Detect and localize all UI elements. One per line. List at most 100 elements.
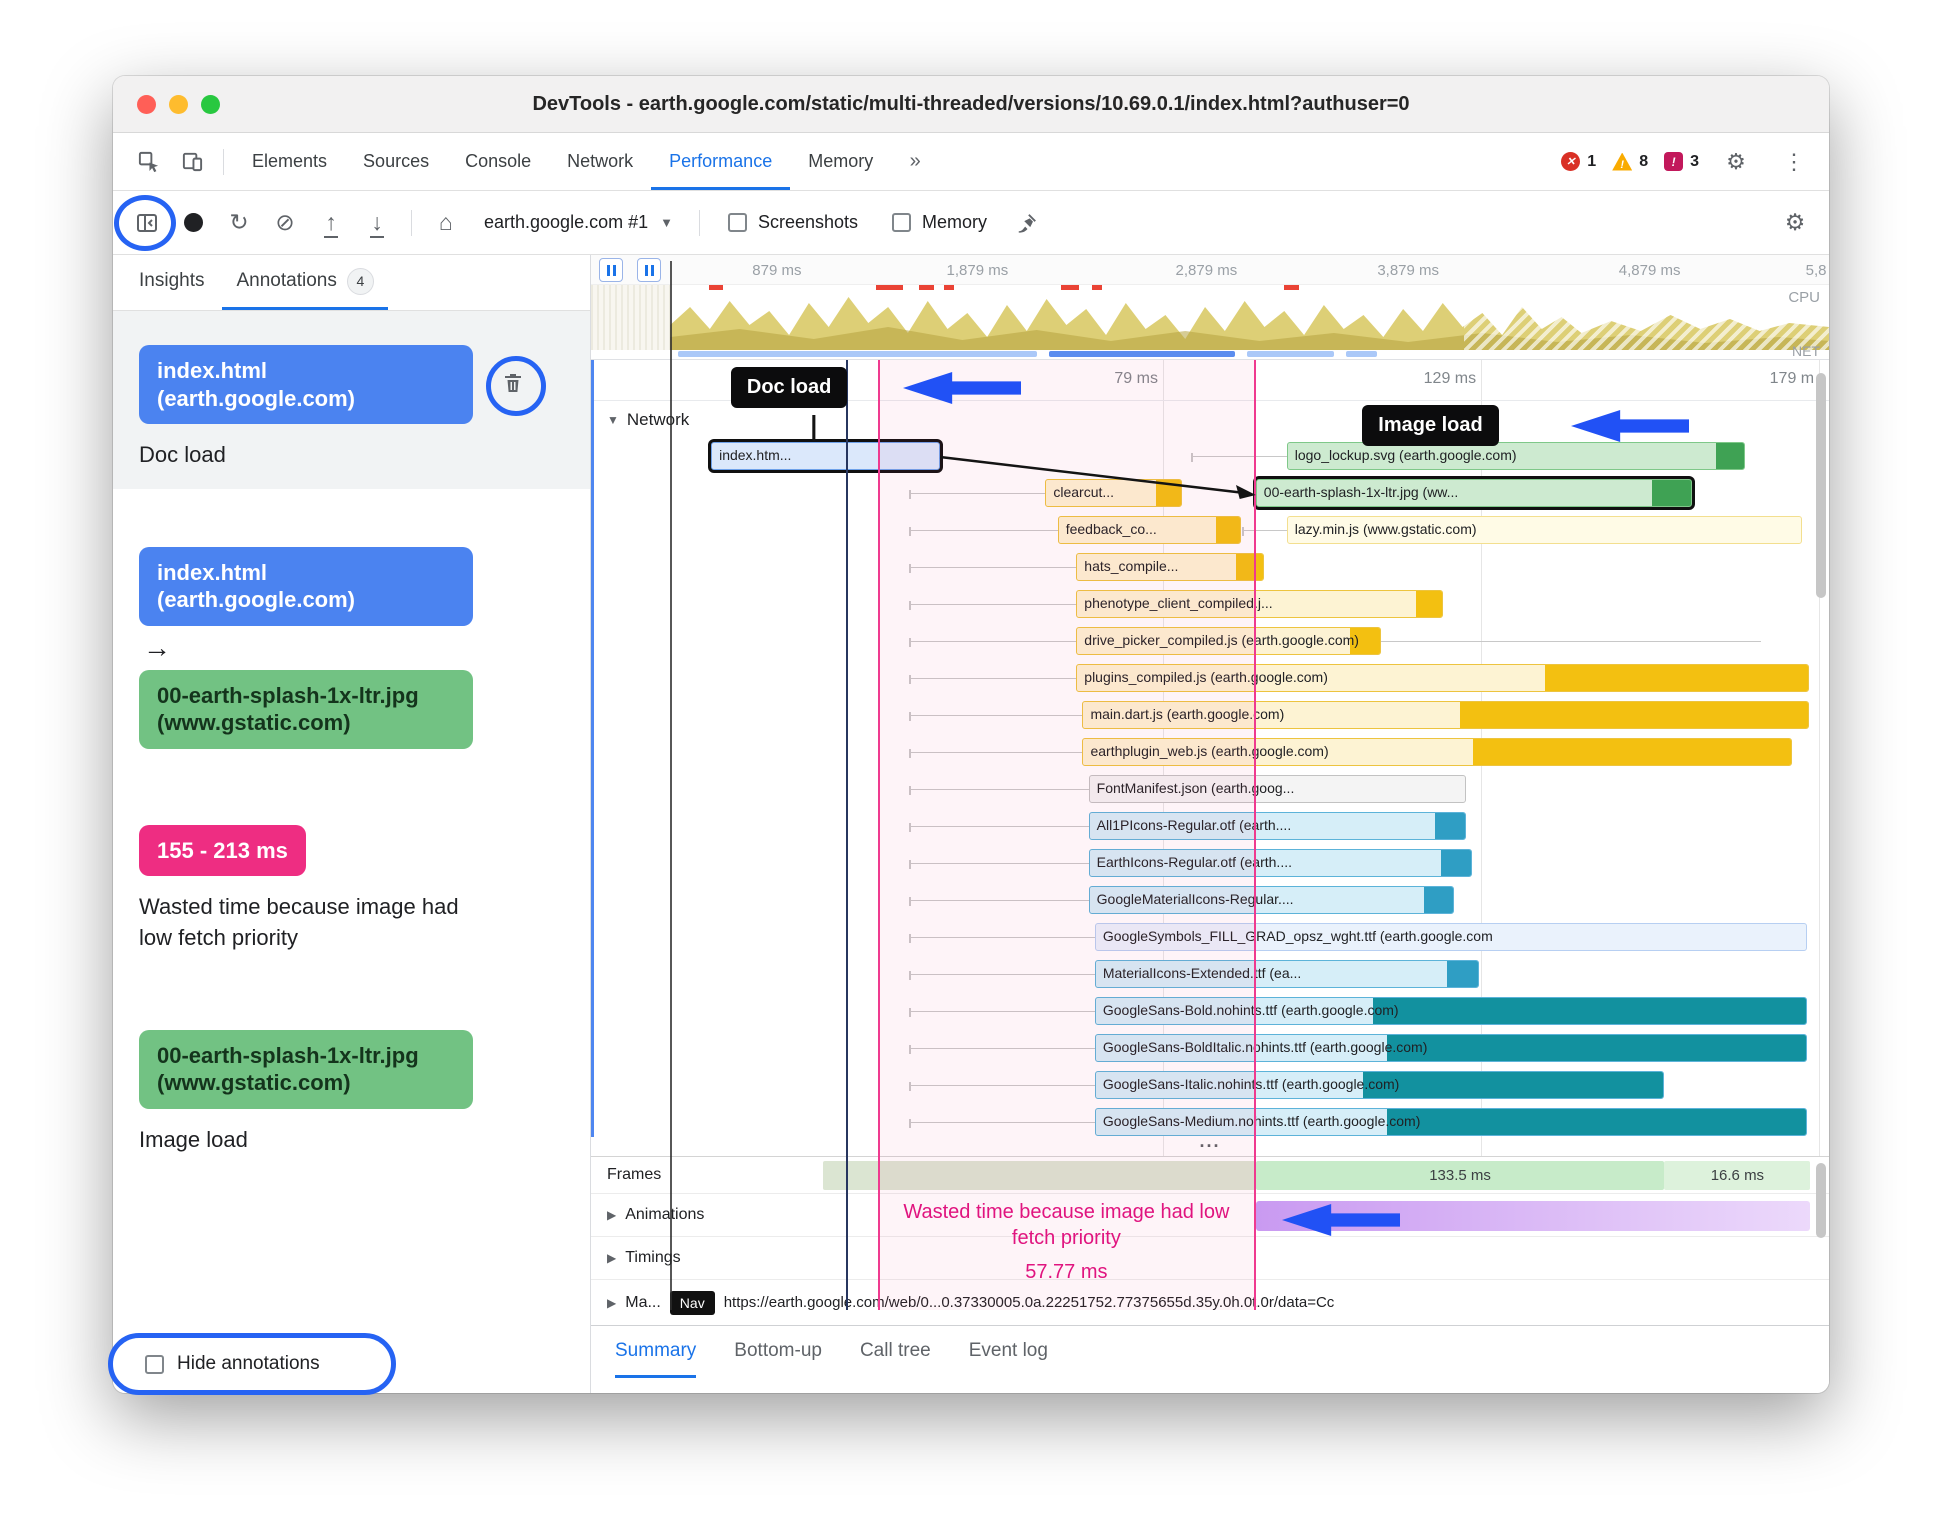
request-whisker	[909, 823, 1089, 832]
kebab-menu-icon: ⋮	[1783, 148, 1805, 174]
trash-icon	[505, 374, 521, 392]
pause-button-1[interactable]	[599, 258, 623, 282]
network-request-bar[interactable]: 00-earth-splash-1x-ltr.jpg (ww...	[1255, 479, 1692, 507]
network-request-bar[interactable]: MaterialIcons-Extended.ttf (ea...	[1094, 960, 1479, 988]
network-request-bar[interactable]: feedback_co...	[1057, 516, 1241, 544]
vertical-scrollbar[interactable]	[1816, 373, 1826, 598]
tab-network[interactable]: Network	[549, 133, 651, 190]
network-request-bar[interactable]: GoogleSans-Italic.nohints.ttf (earth.goo…	[1094, 1071, 1665, 1099]
animation-bar[interactable]	[1255, 1201, 1811, 1231]
tab-memory[interactable]: Memory	[790, 133, 891, 190]
tab-elements[interactable]: Elements	[234, 133, 345, 190]
bottom-tab-bottom-up[interactable]: Bottom-up	[734, 1326, 822, 1378]
network-request-bar[interactable]: earthplugin_web.js (earth.google.com)	[1082, 738, 1792, 766]
window-zoom-button[interactable]	[201, 94, 220, 114]
tab-performance[interactable]: Performance	[651, 133, 791, 190]
network-request-bar[interactable]: hats_compile...	[1076, 553, 1265, 581]
minimap-cpu-chart[interactable]: CPU	[591, 285, 1829, 351]
doc-load-callout[interactable]: Doc load	[730, 367, 848, 408]
settings-button[interactable]: ⚙	[1715, 142, 1757, 182]
request-solid-segment	[1362, 1072, 1664, 1098]
network-track-header[interactable]: ▼ Network	[591, 401, 1829, 438]
network-request-label: GoogleMaterialIcons-Regular....	[1096, 891, 1294, 907]
history-dropdown[interactable]: earth.google.com #1 ▼	[472, 212, 685, 233]
annotation-card[interactable]: index.html (earth.google.com)Doc load	[113, 311, 590, 489]
network-request-bar[interactable]: plugins_compiled.js (earth.google.com)	[1076, 664, 1810, 692]
chevron-right-icon: ▶	[607, 1251, 617, 1265]
network-request-bar[interactable]: All1PIcons-Regular.otf (earth....	[1088, 812, 1467, 840]
network-request-label: EarthIcons-Regular.otf (earth....	[1096, 854, 1292, 870]
capture-settings-button[interactable]: ⚙	[1775, 203, 1815, 243]
network-request-bar[interactable]: FontManifest.json (earth.goog...	[1088, 775, 1467, 803]
window-close-button[interactable]	[137, 94, 156, 114]
network-request-label: 00-earth-splash-1x-ltr.jpg (ww...	[1263, 484, 1459, 500]
network-request-bar[interactable]: clearcut...	[1045, 479, 1182, 507]
screenshots-checkbox[interactable]: Screenshots	[727, 212, 858, 233]
network-row: index.htm... logo_lockup.svg (earth.googl…	[591, 438, 1829, 475]
network-request-bar[interactable]: EarthIcons-Regular.otf (earth....	[1088, 849, 1473, 877]
frame-segment[interactable]: 16.6 ms	[1664, 1161, 1811, 1190]
request-solid-segment	[1386, 1109, 1806, 1135]
device-toolbar-button[interactable]	[171, 142, 213, 182]
network-request-bar[interactable]: GoogleSans-Bold.nohints.ttf (earth.googl…	[1094, 997, 1807, 1025]
request-whisker	[1191, 453, 1287, 462]
sidebar-tab-insights[interactable]: Insights	[125, 255, 218, 310]
bottom-tab-summary[interactable]: Summary	[615, 1326, 697, 1378]
network-request-bar[interactable]: index.htm...	[711, 442, 941, 470]
network-request-bar[interactable]: phenotype_client_compiled.j...	[1076, 590, 1443, 618]
network-request-bar[interactable]: logo_lockup.svg (earth.google.com)	[1286, 442, 1745, 470]
frame-segment[interactable]	[822, 1161, 1256, 1190]
timings-track[interactable]: ▶ Timings	[591, 1236, 1829, 1279]
memory-checkbox[interactable]: Memory	[892, 212, 987, 233]
network-request-bar[interactable]: GoogleSymbols_FILL_GRAD_opsz_wght.ttf (e…	[1094, 923, 1807, 951]
inspect-element-button[interactable]	[127, 142, 169, 182]
delete-annotation-button[interactable]	[497, 367, 529, 402]
network-request-bar[interactable]: main.dart.js (earth.google.com)	[1082, 701, 1810, 729]
network-request-bar[interactable]: GoogleSans-Medium.nohints.ttf (earth.goo…	[1094, 1108, 1807, 1136]
console-warnings-badge[interactable]: ! 8	[1612, 152, 1648, 171]
more-options-button[interactable]: ⋮	[1773, 142, 1815, 182]
hide-annotations-checkbox[interactable]: Hide annotations	[145, 1353, 320, 1375]
clear-button[interactable]: ⊘	[265, 203, 305, 243]
window-minimize-button[interactable]	[169, 94, 188, 114]
bottom-tab-call-tree[interactable]: Call tree	[860, 1326, 931, 1378]
pause-button-2[interactable]	[637, 258, 661, 282]
main-thread-track[interactable]: ▶ Ma... Nav https://earth.google.com/web…	[591, 1279, 1829, 1325]
vertical-scrollbar[interactable]	[1816, 1163, 1826, 1238]
annotation-pill-row: index.html (earth.google.com)	[139, 546, 564, 626]
network-request-bar[interactable]: drive_picker_compiled.js (earth.google.c…	[1076, 627, 1381, 655]
save-profile-button[interactable]: ↓	[357, 203, 397, 243]
long-task-mark	[919, 285, 934, 290]
reload-and-record-button[interactable]: ↻	[219, 203, 259, 243]
more-tabs-button[interactable]: »	[893, 142, 935, 182]
bottom-tab-event-log[interactable]: Event log	[969, 1326, 1048, 1378]
annotation-card[interactable]: 00-earth-splash-1x-ltr.jpg (www.gstatic.…	[113, 1012, 590, 1174]
cpu-track-label: CPU	[1788, 289, 1820, 306]
network-request-bar[interactable]: lazy.min.js (www.gstatic.com)	[1286, 516, 1802, 544]
toggle-sidebar-button[interactable]	[127, 203, 167, 243]
network-row: MaterialIcons-Extended.ttf (ea...	[591, 956, 1829, 993]
record-button[interactable]	[173, 203, 213, 243]
collect-garbage-button[interactable]	[1007, 203, 1047, 243]
issues-badge[interactable]: ! 3	[1664, 152, 1699, 171]
live-metrics-button[interactable]: ⌂	[426, 203, 466, 243]
console-errors-badge[interactable]: ✕ 1	[1561, 152, 1596, 171]
frame-segment[interactable]: 133.5 ms	[1255, 1161, 1665, 1190]
animations-track[interactable]: ▶ Animations	[591, 1193, 1829, 1236]
network-overflow-indicator[interactable]: ...	[1199, 1131, 1221, 1151]
request-whisker	[909, 860, 1089, 869]
network-request-bar[interactable]: GoogleSans-BoldItalic.nohints.ttf (earth…	[1094, 1034, 1807, 1062]
tab-sources[interactable]: Sources	[345, 133, 447, 190]
checkbox-icon	[145, 1354, 164, 1374]
annotation-card[interactable]: index.html (earth.google.com)→00-earth-s…	[113, 529, 590, 767]
tab-console[interactable]: Console	[447, 133, 549, 190]
network-row: GoogleSans-BoldItalic.nohints.ttf (earth…	[591, 1030, 1829, 1067]
network-row: All1PIcons-Regular.otf (earth....	[591, 808, 1829, 845]
load-profile-button[interactable]: ↑	[311, 203, 351, 243]
network-request-bar[interactable]: GoogleMaterialIcons-Regular....	[1088, 886, 1454, 914]
image-load-callout[interactable]: Image load	[1362, 405, 1499, 446]
